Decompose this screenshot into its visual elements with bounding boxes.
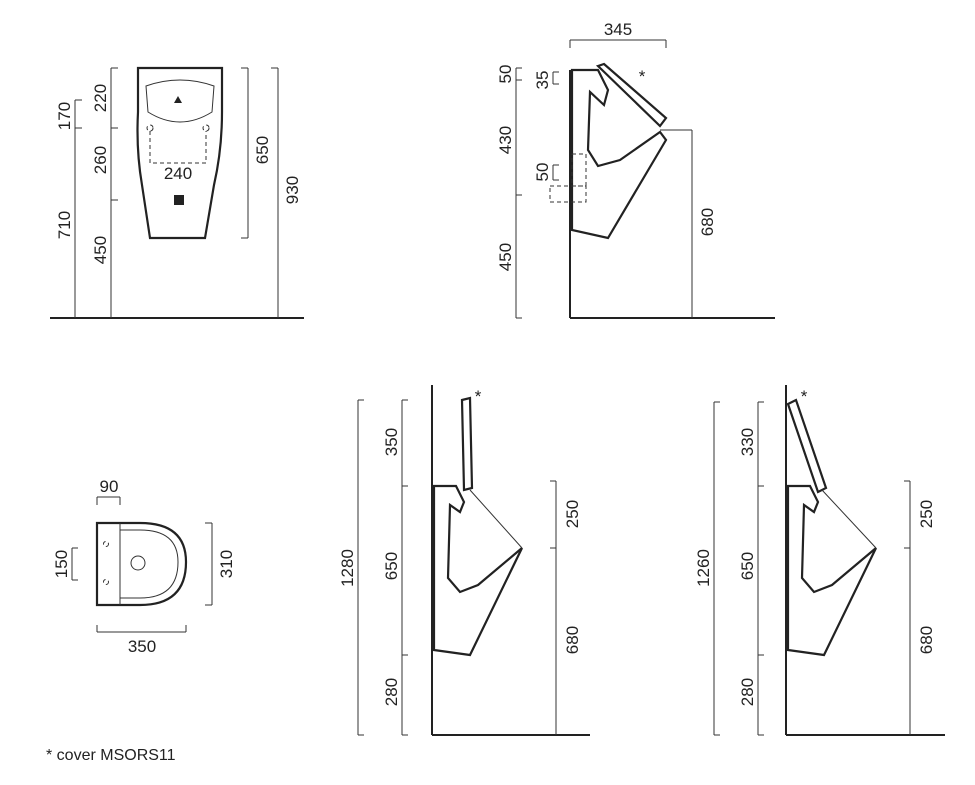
urinal-profile-b bbox=[786, 484, 877, 657]
outlet-mark bbox=[174, 195, 184, 205]
dim-b-floor: 280 bbox=[738, 678, 757, 706]
dim-front-top: 220 bbox=[91, 84, 110, 112]
fixing-hole-left bbox=[146, 124, 154, 132]
front-view: 220 170 260 240 710 450 650 930 bbox=[50, 66, 304, 319]
dim-b-cover: 330 bbox=[738, 428, 757, 456]
outlet-box bbox=[549, 185, 587, 203]
top-view: 90 150 310 350 bbox=[52, 477, 236, 656]
dim-side-inlet: 50 bbox=[533, 163, 552, 182]
dim-b-right-lower: 680 bbox=[917, 626, 936, 654]
dim-a-height: 650 bbox=[382, 552, 401, 580]
dim-a-cover: 350 bbox=[382, 428, 401, 456]
dim-front-mid: 260 bbox=[91, 146, 110, 174]
cover-mark: * bbox=[639, 67, 646, 86]
dim-side-top-small: 35 bbox=[533, 71, 552, 90]
cover-mark-a: * bbox=[475, 387, 482, 406]
dim-side-floor: 450 bbox=[496, 243, 515, 271]
cover-mark-b: * bbox=[801, 387, 808, 406]
inlet-mark bbox=[174, 96, 182, 103]
dim-a-total: 1280 bbox=[338, 549, 357, 587]
cover-view-a: * 1280 350 650 280 250 680 bbox=[338, 385, 590, 736]
fixing-hole-top bbox=[103, 541, 109, 547]
dim-front-rim: 170 bbox=[55, 102, 74, 130]
dim-side-top-offset: 50 bbox=[496, 65, 515, 84]
bowl-opening bbox=[145, 79, 215, 123]
dim-b-cover-right: 250 bbox=[917, 500, 936, 528]
dim-front-to-bottom: 710 bbox=[55, 211, 74, 239]
drain-hole bbox=[130, 555, 146, 571]
dim-b-total: 1260 bbox=[694, 549, 713, 587]
dashed-bracket bbox=[149, 131, 207, 164]
dim-a-cover-right: 250 bbox=[563, 500, 582, 528]
cover-open-a bbox=[460, 396, 474, 492]
urinal-side-profile bbox=[570, 68, 668, 240]
dim-a-floor: 280 bbox=[382, 678, 401, 706]
fixing-hole-bottom bbox=[103, 579, 109, 585]
urinal-top-outline bbox=[95, 521, 188, 607]
dim-top-width: 350 bbox=[128, 637, 156, 656]
dim-side-upper: 430 bbox=[496, 126, 515, 154]
dim-side-total: 680 bbox=[698, 208, 717, 236]
dim-a-right-lower: 680 bbox=[563, 626, 582, 654]
side-view: 345 * 50 35 430 50 450 680 bbox=[496, 20, 775, 319]
dim-side-depth: 345 bbox=[604, 20, 632, 39]
urinal-front-outline bbox=[136, 66, 224, 240]
dim-top-depth: 310 bbox=[217, 550, 236, 578]
cover-plate bbox=[595, 62, 668, 128]
dim-front-total: 930 bbox=[283, 176, 302, 204]
dim-top-offset: 90 bbox=[100, 477, 119, 496]
footnote: * cover MSORS11 bbox=[46, 747, 176, 764]
dim-front-floor: 450 bbox=[91, 236, 110, 264]
fixing-hole-right bbox=[202, 124, 210, 132]
dim-front-width: 240 bbox=[164, 164, 192, 183]
cover-view-b: * 1260 330 650 280 250 680 bbox=[694, 385, 945, 736]
dim-top-holes: 150 bbox=[52, 550, 71, 578]
cover-tilted-b bbox=[786, 398, 828, 494]
dim-b-height: 650 bbox=[738, 552, 757, 580]
urinal-profile-a bbox=[432, 484, 523, 657]
dim-front-height: 650 bbox=[253, 136, 272, 164]
